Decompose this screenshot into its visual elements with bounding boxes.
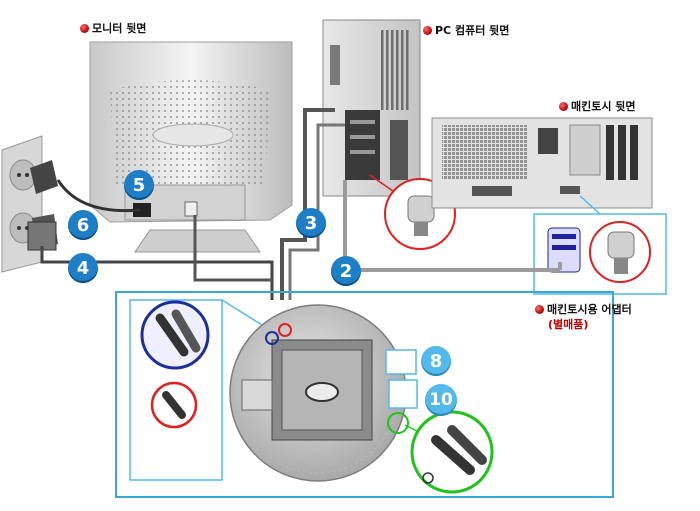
bullet-icon (535, 304, 544, 314)
monitor-back (89, 41, 293, 253)
bullet-icon (80, 23, 89, 33)
pc-back-label: PC 컴퓨터 뒷면 (423, 22, 509, 38)
mac-adapter-label: 매킨토시용 어댑터 (535, 301, 632, 317)
monitor-back-label: 모니터 뒷면 (80, 20, 146, 36)
callout-8: 8 (421, 346, 451, 376)
bullet-icon (559, 101, 568, 111)
base-detail-frame (115, 291, 614, 498)
callout-10: 10 (425, 384, 457, 416)
pc-tower (322, 19, 421, 197)
callout-5: 5 (124, 170, 154, 200)
callout-3: 3 (296, 208, 326, 238)
bullet-icon (423, 25, 432, 35)
callout-2: 2 (331, 256, 361, 286)
callout-4: 4 (68, 253, 98, 283)
power-plug (27, 160, 58, 251)
connector-inset-panel (129, 299, 271, 481)
wall-outlet (1, 135, 43, 273)
mac-adapter-zoom (533, 195, 667, 295)
cables (40, 108, 562, 300)
sold-separately-note: (별매품) (548, 318, 589, 331)
monitor-base-top-view (229, 304, 418, 482)
audio-connector-inset (404, 410, 494, 494)
mac-back-label: 매킨토시 뒷면 (559, 98, 636, 114)
mac-back (431, 117, 653, 209)
callout-6: 6 (68, 210, 98, 240)
